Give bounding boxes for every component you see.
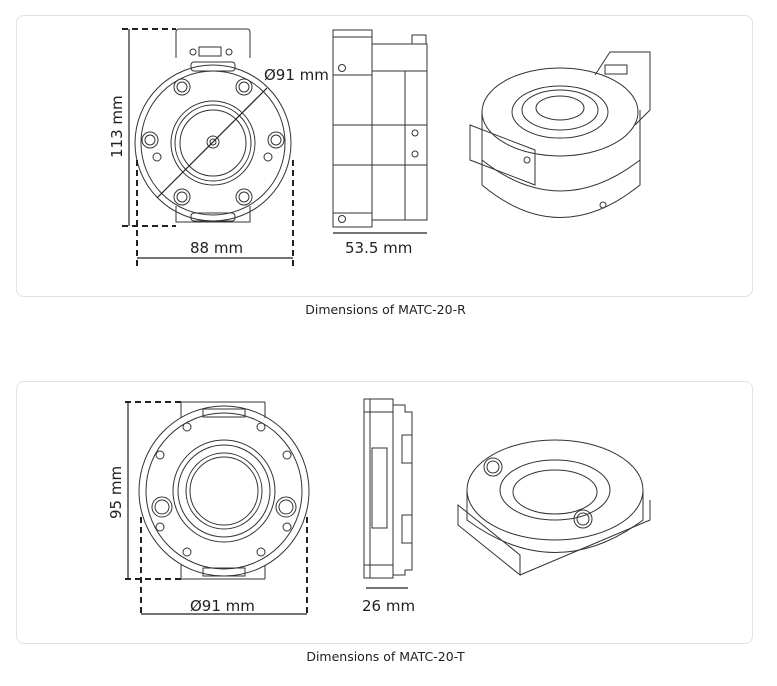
- matc-20-r-dimension-lines: [122, 28, 427, 266]
- matc-20-r-depth-label: 53.5 mm: [345, 239, 412, 257]
- matc-20-r-height-label: 113 mm: [108, 95, 126, 158]
- matc-20-r-diameter-label: Ø91 mm: [264, 66, 329, 84]
- figure-card-matc-20-r: [16, 15, 753, 297]
- figure-caption-matc-20-t: Dimensions of MATC-20-T: [306, 649, 465, 664]
- matc-20-t-dimension-lines: [125, 401, 408, 616]
- matc-20-r-side-view: [332, 29, 428, 228]
- matc-20-t-diameter-label: Ø91 mm: [190, 597, 255, 615]
- matc-20-t-depth-label: 26 mm: [362, 597, 415, 615]
- figure-card-matc-20-t: [16, 381, 753, 644]
- matc-20-t-front-view: [138, 401, 310, 580]
- matc-20-t-height-label: 95 mm: [107, 466, 125, 519]
- matc-20-r-front-view: [134, 28, 292, 223]
- matc-20-t-isometric-view: [457, 439, 651, 577]
- matc-20-t-side-view: [363, 398, 413, 579]
- figure-caption-matc-20-r: Dimensions of MATC-20-R: [305, 302, 466, 317]
- matc-20-r-width-label: 88 mm: [190, 239, 243, 257]
- matc-20-r-isometric-view: [469, 51, 651, 218]
